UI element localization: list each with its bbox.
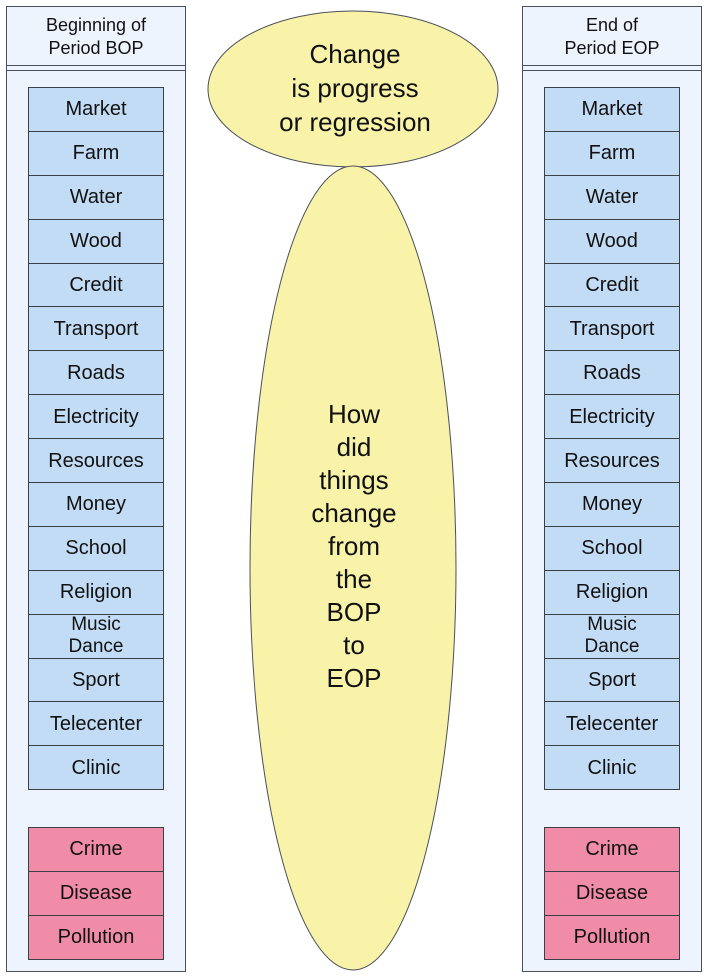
- eop-resource-item: Money: [544, 482, 680, 527]
- middle-ellipse-line: the: [335, 564, 373, 594]
- eop-resource-item: Water: [544, 174, 680, 220]
- top-ellipse-text: Change is progress or regression: [215, 37, 495, 139]
- eop-resource-item: Sport: [544, 657, 680, 703]
- middle-ellipse-line: BOP: [326, 597, 382, 627]
- middle-ellipse-line: from: [328, 531, 380, 561]
- top-ellipse-line: or regression: [279, 107, 431, 137]
- middle-ellipse-line: things: [319, 465, 389, 495]
- bop-resource-item: Religion: [28, 569, 164, 615]
- bop-header-line-1: Beginning of: [45, 15, 147, 35]
- eop-resource-item: Transport: [544, 306, 680, 352]
- bop-resource-item: Farm: [28, 130, 164, 176]
- eop-column-header: End of Period EOP: [523, 7, 701, 67]
- bop-header-line-2: Period BOP: [48, 38, 144, 58]
- middle-ellipse-line: to: [343, 630, 365, 660]
- middle-ellipse: [249, 165, 457, 971]
- bop-resource-item: Sport: [28, 657, 164, 703]
- eop-resource-item: Farm: [544, 130, 680, 176]
- bop-resource-item: Wood: [28, 218, 164, 264]
- eop-resource-item: School: [544, 525, 680, 571]
- bop-resource-item: Market: [28, 87, 164, 132]
- bop-problem-item: Disease: [28, 870, 164, 916]
- eop-problem-item: Pollution: [544, 914, 680, 960]
- middle-ellipse-line: did: [336, 432, 372, 462]
- middle-ellipse-line: EOP: [326, 663, 382, 693]
- eop-resource-item: Resources: [544, 438, 680, 484]
- eop-problem-item: Disease: [544, 870, 680, 916]
- eop-resource-item: Credit: [544, 262, 680, 308]
- bop-resource-item: Transport: [28, 306, 164, 352]
- eop-resource-item: Clinic: [544, 745, 680, 791]
- eop-resource-item: Religion: [544, 569, 680, 615]
- eop-resource-item: Electricity: [544, 394, 680, 440]
- bop-resource-item: Electricity: [28, 394, 164, 440]
- bop-resource-item: Water: [28, 174, 164, 220]
- eop-resource-item: Market: [544, 87, 680, 132]
- eop-header-line-2: Period EOP: [564, 38, 660, 58]
- bop-column-header: Beginning of Period BOP: [7, 7, 185, 67]
- bop-resource-item: School: [28, 525, 164, 571]
- top-ellipse-line: is progress: [291, 73, 419, 103]
- bop-problem-item: Pollution: [28, 914, 164, 960]
- top-ellipse-line: Change: [309, 39, 401, 69]
- bop-header-divider: [7, 65, 185, 71]
- eop-resource-item: Roads: [544, 350, 680, 396]
- bop-resource-item: Credit: [28, 262, 164, 308]
- bop-resource-item: Clinic: [28, 745, 164, 791]
- eop-resource-item: Wood: [544, 218, 680, 264]
- middle-ellipse-line: How: [327, 399, 380, 429]
- eop-resource-item: Telecenter: [544, 701, 680, 747]
- eop-header-line-1: End of: [585, 15, 639, 35]
- eop-header-divider: [523, 65, 701, 71]
- middle-ellipse-line: change: [311, 498, 397, 528]
- bop-resource-item: Money: [28, 482, 164, 527]
- bop-resource-item: Telecenter: [28, 701, 164, 747]
- bop-resource-item: Roads: [28, 350, 164, 396]
- eop-problem-item: Crime: [544, 827, 680, 872]
- bop-problem-item: Crime: [28, 827, 164, 872]
- bop-resource-item: Resources: [28, 438, 164, 484]
